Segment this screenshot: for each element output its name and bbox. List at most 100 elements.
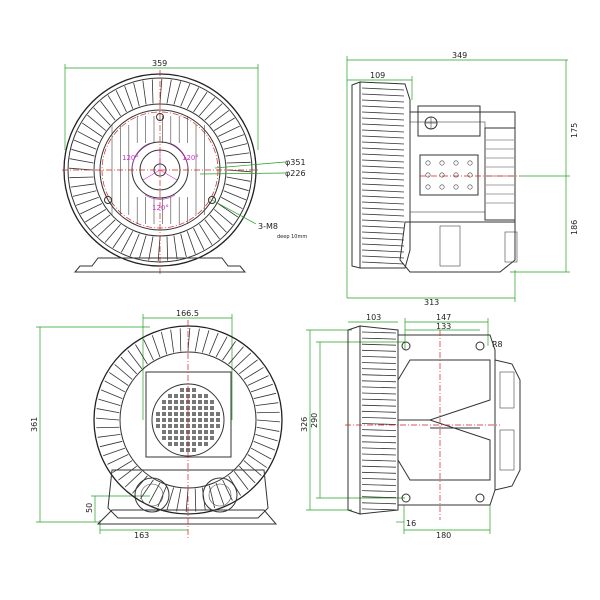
- rear-grille-cell: [198, 406, 202, 410]
- bottom-housing-body: [359, 325, 399, 515]
- rear-fin: [253, 392, 277, 400]
- front-fin: [129, 233, 140, 257]
- rear-grille-cell: [192, 448, 196, 452]
- rear-grille-cell: [192, 418, 196, 422]
- front-fin: [87, 114, 107, 131]
- rear-fin: [176, 488, 182, 512]
- front-fin: [193, 91, 208, 113]
- side-length-label: 349: [452, 51, 467, 60]
- bottom-cover-edge: [347, 325, 361, 515]
- side-fin: [361, 237, 405, 241]
- rear-grille-cell: [210, 436, 214, 440]
- side-base-rib: [439, 225, 461, 267]
- rear-grille-cell: [168, 394, 172, 398]
- side-fin: [361, 123, 405, 127]
- bottom-fin: [361, 496, 397, 499]
- front-fin: [77, 130, 99, 144]
- front-view: 359 120° 120° 120° φ351 φ226: [62, 59, 307, 276]
- front-dia-outer-label: φ351: [285, 158, 306, 167]
- bottom-fin: [361, 331, 397, 334]
- side-terminal: [453, 172, 459, 178]
- front-fin: [180, 83, 191, 107]
- rear-grille-cell: [186, 394, 190, 398]
- side-fin: [361, 93, 405, 97]
- rear-grille-cell: [162, 430, 166, 434]
- rear-grille-cell: [198, 412, 202, 416]
- rear-fin: [140, 479, 154, 499]
- rear-grille-cell: [162, 436, 166, 440]
- side-fin: [361, 183, 405, 187]
- bottom-fin: [361, 478, 397, 480]
- rear-grille-cell: [180, 418, 184, 422]
- bottom-fin: [361, 349, 397, 352]
- front-fin: [186, 231, 196, 254]
- side-terminal-plate: [419, 154, 479, 196]
- rear-fin: [104, 380, 126, 393]
- rear-fin: [100, 389, 123, 400]
- bottom-fin: [361, 471, 397, 474]
- side-fin: [361, 99, 405, 103]
- rear-spacing-label: 163: [134, 531, 149, 540]
- rear-grille-cell: [216, 418, 220, 422]
- rear-fin: [247, 454, 267, 468]
- front-bolts-note: deep 10mm: [277, 234, 307, 240]
- rear-grille-cell: [162, 406, 166, 410]
- side-base-label: 313: [424, 298, 439, 307]
- rear-grille-cell: [204, 442, 208, 446]
- rear-fin: [255, 402, 279, 407]
- front-fin: [166, 79, 172, 104]
- front-base-foot: [73, 257, 247, 273]
- rear-fin: [107, 454, 129, 465]
- front-angle-label-c: 120°: [152, 204, 169, 212]
- rear-grille-cell: [168, 406, 172, 410]
- bottom-fin: [361, 362, 397, 364]
- rear-grille-cell: [168, 412, 172, 416]
- rear-fin: [95, 417, 120, 421]
- side-fin: [361, 225, 405, 229]
- bottom-fin: [361, 447, 397, 450]
- front-fin: [226, 161, 251, 164]
- rear-grille-cell: [204, 418, 208, 422]
- rear-grille-cell: [204, 400, 208, 404]
- front-fin: [186, 87, 200, 109]
- rear-fin: [97, 433, 121, 438]
- rear-grille-cell: [180, 424, 184, 428]
- bottom-fin: [361, 410, 397, 413]
- rear-grille-cell: [174, 430, 178, 434]
- rear-base-foot: [96, 509, 278, 525]
- side-motor-fins: [486, 139, 514, 204]
- rear-grille-cell: [204, 406, 208, 410]
- bottom-fin: [361, 380, 397, 383]
- side-fin: [361, 129, 405, 133]
- rear-grille-cell: [198, 400, 202, 404]
- rear-inlet-port: [134, 477, 170, 513]
- rear-grille-cell: [204, 412, 208, 416]
- bottom-fin: [361, 386, 397, 389]
- front-angle-arc-a: [131, 142, 151, 169]
- front-fin: [166, 236, 169, 261]
- side-fin: [361, 207, 405, 211]
- rear-grille-cell: [162, 412, 166, 416]
- rear-fin: [256, 419, 281, 423]
- rear-port-housing: [107, 469, 269, 519]
- front-fin: [70, 183, 95, 188]
- rear-grille-cell: [168, 424, 172, 428]
- side-terminal: [453, 160, 459, 166]
- rear-fin: [118, 465, 137, 481]
- bottom-fin: [361, 490, 397, 492]
- rear-fin: [228, 346, 244, 365]
- front-fin: [100, 100, 116, 121]
- rear-flange-label: 166.5: [176, 309, 199, 318]
- rear-fin: [239, 359, 258, 375]
- rear-fin: [253, 440, 276, 451]
- rear-port-label: 50: [85, 503, 94, 513]
- rear-grille-cell: [204, 424, 208, 428]
- rear-grille-cell: [180, 448, 184, 452]
- bottom-port-lower: [499, 429, 515, 471]
- front-fin: [104, 223, 121, 243]
- rear-fin: [247, 375, 269, 386]
- front-bolts-leader: [211, 199, 257, 225]
- rear-grille-cell: [192, 430, 196, 434]
- side-terminals: [425, 160, 473, 190]
- rear-fin: [112, 460, 133, 473]
